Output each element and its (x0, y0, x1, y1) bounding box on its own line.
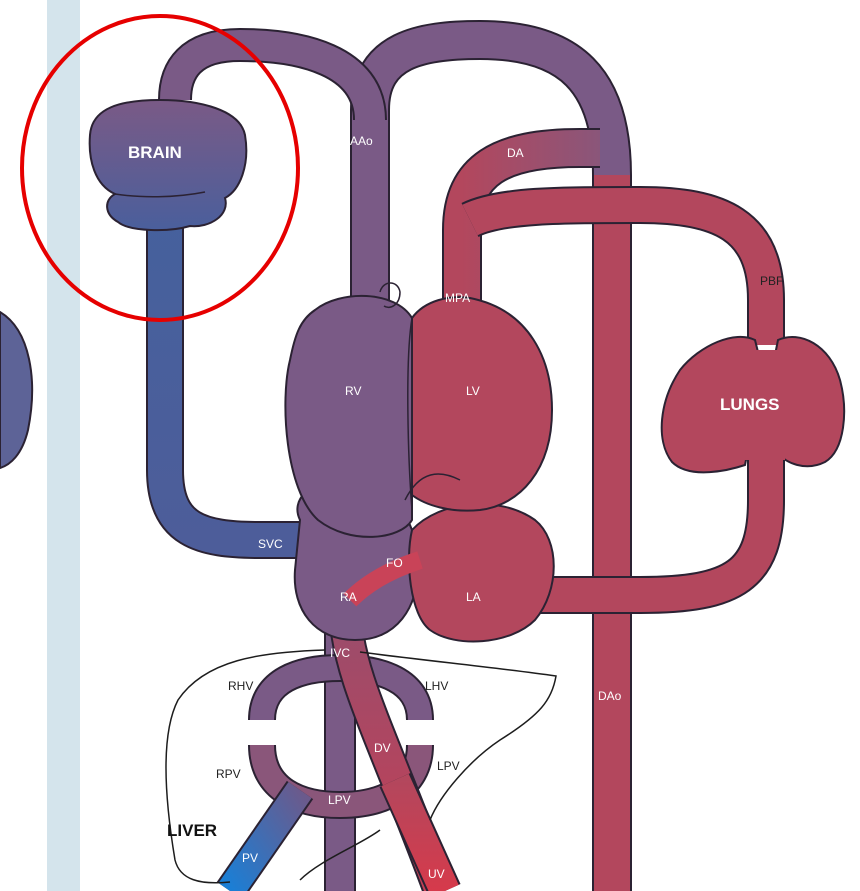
label-lungs: LUNGS (720, 395, 780, 414)
label-svc: SVC (258, 537, 283, 551)
left-ventricle (412, 297, 552, 510)
partial-left-organ (0, 312, 32, 468)
label-lhv: LHV (425, 679, 448, 693)
label-fo: FO (386, 556, 403, 570)
label-rv: RV (345, 384, 361, 398)
heart (285, 283, 553, 641)
side-bar (47, 0, 80, 891)
brain (90, 100, 247, 230)
left-atrium (409, 504, 554, 642)
portal-vein (230, 790, 300, 891)
label-liver: LIVER (167, 821, 217, 840)
label-ra: RA (340, 590, 357, 604)
label-brain: BRAIN (128, 143, 182, 162)
label-lpv-right: LPV (437, 759, 460, 773)
label-da: DA (507, 146, 524, 160)
label-rpv: RPV (216, 767, 241, 781)
right-ventricle (285, 296, 412, 537)
label-aao: AAo (350, 134, 373, 148)
label-la: LA (466, 590, 481, 604)
label-lpv-center: LPV (328, 793, 351, 807)
label-pbf: PBF (760, 274, 783, 288)
label-pv: PV (242, 851, 258, 865)
label-dv: DV (374, 741, 391, 755)
label-lv: LV (466, 384, 480, 398)
label-rhv: RHV (228, 679, 253, 693)
label-uv: UV (428, 867, 445, 881)
label-dao: DAo (598, 689, 622, 703)
label-ivc: IVC (330, 646, 350, 660)
label-mpa: MPA (445, 291, 470, 305)
